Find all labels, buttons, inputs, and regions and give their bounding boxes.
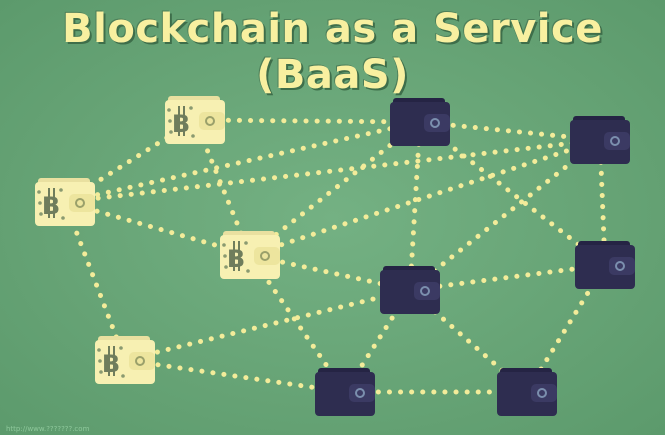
wallet-icon (575, 241, 635, 289)
svg-text:B: B (172, 110, 190, 138)
bitcoin-wallet-icon: B (35, 178, 95, 226)
dotted-connection (407, 287, 530, 395)
dotted-connection (62, 137, 603, 205)
svg-text:B: B (102, 350, 120, 378)
wallet-icon (380, 266, 440, 314)
dotted-connection (122, 287, 413, 363)
dotted-connection (62, 117, 198, 205)
svg-text:B: B (42, 192, 60, 220)
dotted-connection (62, 119, 423, 205)
bitcoin-wallet-icon: B (95, 336, 155, 384)
bitcoin-wallet-icon: B (165, 96, 225, 144)
dotted-connection (407, 119, 423, 293)
wallet-icon (315, 368, 375, 416)
svg-text:B: B (227, 245, 245, 273)
watermark-url: http://www.???????.com (6, 425, 90, 433)
dotted-connection (122, 357, 348, 395)
dotted-connection (192, 117, 423, 125)
bitcoin-wallet-icon: B (220, 231, 280, 279)
dotted-connection (407, 262, 608, 293)
dotted-connection (247, 137, 603, 258)
wallet-icon (390, 98, 450, 146)
dotted-connection (417, 119, 603, 143)
page-title: Blockchain as a Service (BaaS) (62, 6, 603, 98)
dotted-connection (407, 137, 603, 293)
dotted-connection (62, 199, 253, 258)
wallet-icon (570, 116, 630, 164)
wallet-nodes: B B B B (35, 96, 635, 416)
wallet-icon (497, 368, 557, 416)
